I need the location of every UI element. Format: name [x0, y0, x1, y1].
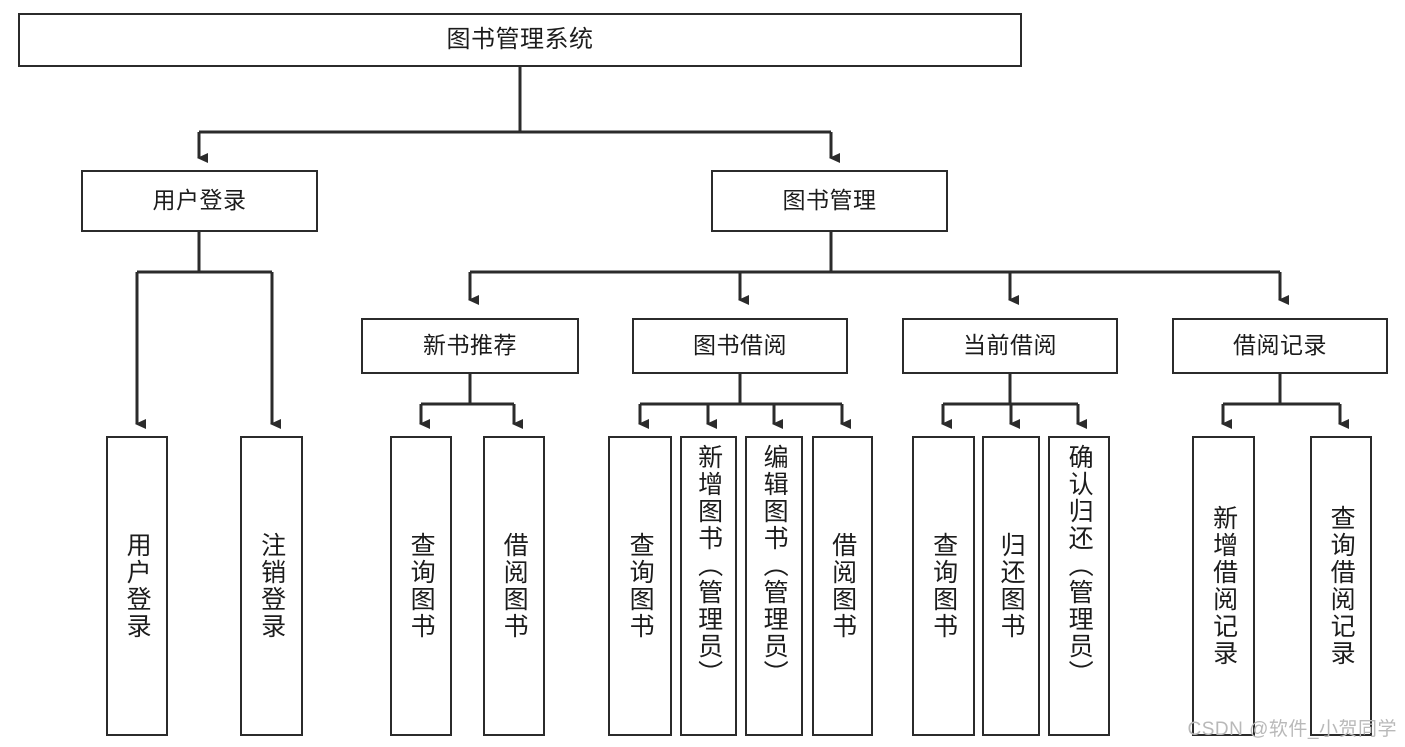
node-leaf-query-record-label: 查询借阅记录	[1327, 505, 1356, 667]
node-leaf-edit-book[interactable]: 编辑图书（管理员）	[745, 436, 803, 736]
node-leaf-query-book-2-label: 查询图书	[626, 532, 655, 640]
node-user-login-label: 用户登录	[152, 187, 247, 214]
node-leaf-add-record[interactable]: 新增借阅记录	[1192, 436, 1255, 736]
node-leaf-query-book-3[interactable]: 查询图书	[912, 436, 975, 736]
node-leaf-query-book-3-label: 查询图书	[929, 532, 958, 640]
node-leaf-return-book-label: 归还图书	[997, 532, 1026, 640]
node-book-borrow-label: 图书借阅	[693, 332, 787, 359]
node-leaf-confirm-return[interactable]: 确认归还（管理员）	[1048, 436, 1110, 736]
node-leaf-query-book-2[interactable]: 查询图书	[608, 436, 672, 736]
node-leaf-borrow-book-1[interactable]: 借阅图书	[483, 436, 545, 736]
node-root[interactable]: 图书管理系统	[18, 13, 1022, 67]
node-leaf-borrow-book-2[interactable]: 借阅图书	[812, 436, 873, 736]
node-leaf-query-book-1-label: 查询图书	[407, 532, 436, 640]
node-leaf-borrow-book-1-label: 借阅图书	[500, 532, 529, 640]
node-current-borrow-label: 当前借阅	[963, 332, 1057, 359]
node-leaf-query-record[interactable]: 查询借阅记录	[1310, 436, 1372, 736]
node-leaf-add-book[interactable]: 新增图书（管理员）	[680, 436, 737, 736]
node-leaf-add-book-label: 新增图书（管理员）	[694, 444, 723, 687]
node-leaf-borrow-book-2-label: 借阅图书	[828, 532, 857, 640]
node-book-manage[interactable]: 图书管理	[711, 170, 948, 232]
node-user-login[interactable]: 用户登录	[81, 170, 318, 232]
node-new-book-recommend-label: 新书推荐	[423, 332, 517, 359]
node-book-manage-label: 图书管理	[782, 187, 877, 214]
node-borrow-record[interactable]: 借阅记录	[1172, 318, 1388, 374]
node-root-label: 图书管理系统	[446, 25, 594, 53]
node-leaf-logout-label: 注销登录	[257, 532, 286, 640]
node-leaf-edit-book-label: 编辑图书（管理员）	[760, 444, 789, 687]
node-leaf-query-book-1[interactable]: 查询图书	[390, 436, 452, 736]
node-leaf-logout[interactable]: 注销登录	[240, 436, 303, 736]
node-new-book-recommend[interactable]: 新书推荐	[361, 318, 579, 374]
node-book-borrow[interactable]: 图书借阅	[632, 318, 848, 374]
node-leaf-return-book[interactable]: 归还图书	[982, 436, 1040, 736]
node-leaf-confirm-return-label: 确认归还（管理员）	[1065, 444, 1094, 687]
node-borrow-record-label: 借阅记录	[1233, 332, 1327, 359]
node-leaf-add-record-label: 新增借阅记录	[1209, 505, 1238, 667]
node-leaf-user-login[interactable]: 用户登录	[106, 436, 168, 736]
node-current-borrow[interactable]: 当前借阅	[902, 318, 1118, 374]
node-leaf-user-login-label: 用户登录	[123, 532, 152, 640]
csdn-watermark: CSDN @软件_小贺同学	[1187, 719, 1397, 740]
